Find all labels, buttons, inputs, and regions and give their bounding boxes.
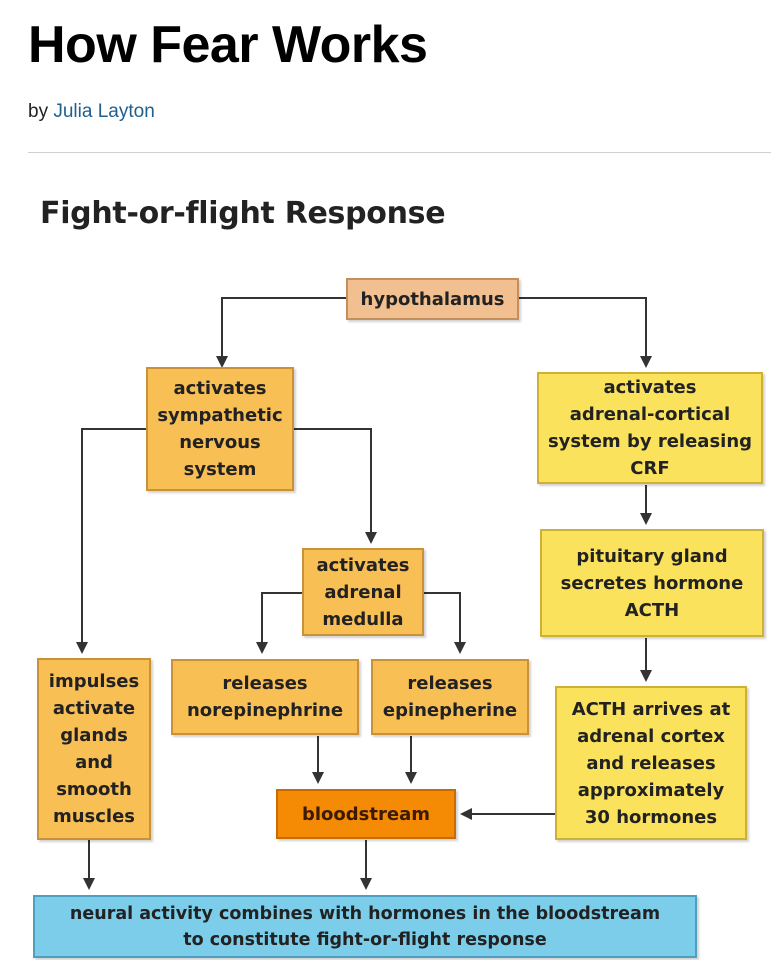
author-link[interactable]: Julia Layton <box>53 101 155 122</box>
edge-sympathetic-impulses <box>76 428 146 654</box>
node-impulses: impulses activate glands and smooth musc… <box>37 658 151 840</box>
divider <box>28 152 771 153</box>
edge-hypothalamus-adrenal-cortical <box>519 297 652 368</box>
edge-medulla-epinepherine <box>423 592 466 654</box>
node-hypothalamus: hypothalamus <box>346 278 519 320</box>
node-bloodstream: bloodstream <box>276 789 456 839</box>
node-adrenal-cortical-system: activates adrenal-cortical system by rel… <box>537 372 763 484</box>
byline: by Julia Layton <box>28 101 155 123</box>
diagram-title: Fight-or-flight Response <box>40 196 446 231</box>
node-final-response: neural activity combines with hormones i… <box>33 895 697 958</box>
edge-medulla-norepinephrine <box>256 592 302 654</box>
node-epinepherine: releases epinepherine <box>371 659 529 735</box>
node-sympathetic-nervous-system: activates sympathetic nervous system <box>146 367 294 491</box>
node-adrenal-medulla: activates adrenal medulla <box>302 548 424 636</box>
page-title: How Fear Works <box>28 16 428 74</box>
node-norepinephrine: releases norepinephrine <box>171 659 359 735</box>
edge-hypothalamus-sympathetic <box>216 297 346 368</box>
byline-prefix: by <box>28 101 49 122</box>
edge-sympathetic-adrenal-medulla <box>293 428 377 544</box>
node-acth-arrives: ACTH arrives at adrenal cortex and relea… <box>555 686 747 840</box>
node-pituitary-gland: pituitary gland secretes hormone ACTH <box>540 529 764 637</box>
